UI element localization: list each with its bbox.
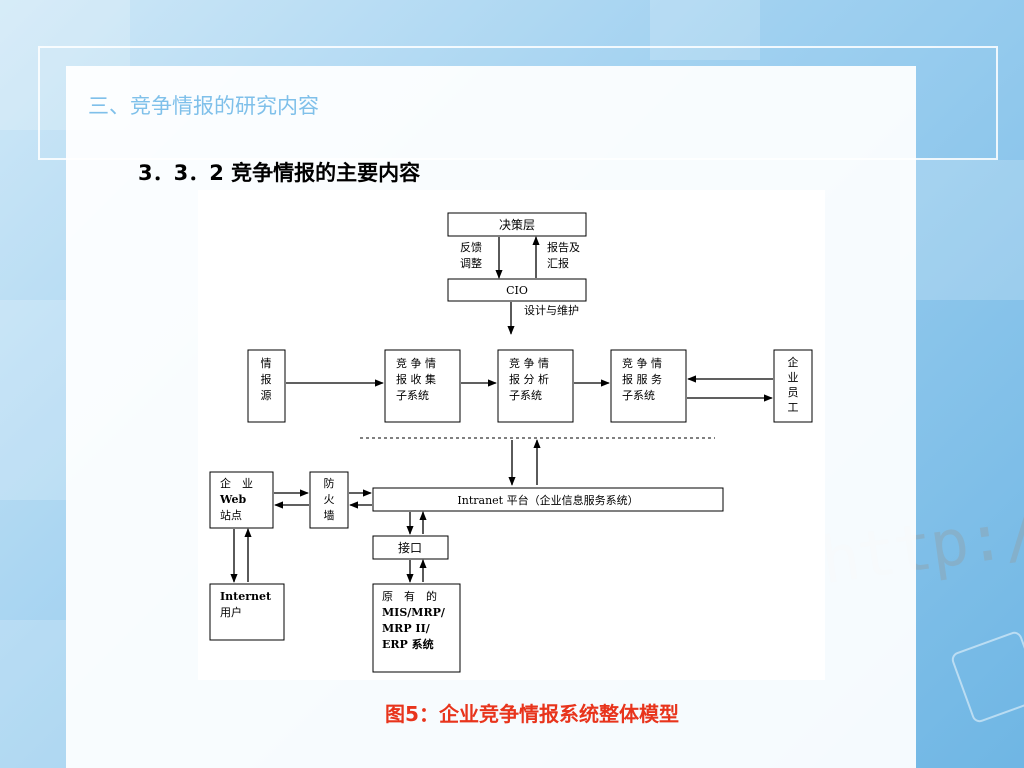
figure-caption: 图5：企业竞争情报系统整体模型 [385,702,679,726]
cio-label: CIO [506,284,528,297]
report-label-1: 报告及 [547,240,580,254]
staff-label-4: 工 [788,401,799,414]
collection-label-1: 竞 争 情 [396,356,436,370]
analysis-subsystem-box [497,349,574,423]
diagram-area: 决策层 反馈 调整 报告及 汇报 CIO 设计与维护 情 报 源 竞 争 情 报… [198,190,825,680]
intranet-platform-label: Intranet 平台（企业信息服务系统） [457,493,638,507]
report-label-2: 汇报 [547,256,569,270]
collection-label-2: 报 收 集 [396,372,436,386]
slide-header-title: 三、竞争情报的研究内容 [88,94,319,118]
intel-source-label-1: 情 [261,357,272,370]
internet-users-label-1: Internet [220,590,272,603]
intranet-platform-box [372,487,724,512]
legacy-label-2: MIS/MRP/ [382,606,446,619]
internet-users-label-2: 用户 [220,605,242,619]
legacy-label-3: MRP II/ [382,622,431,635]
service-label-3: 子系统 [622,389,655,402]
staff-box [773,349,813,423]
staff-label-2: 业 [788,371,799,384]
service-subsystem-box [610,349,687,423]
analysis-label-3: 子系统 [509,389,542,402]
service-label-2: 报 服 务 [622,372,662,386]
legacy-label-4: ERP 系统 [382,637,434,651]
firewall-label-1: 防 [324,476,335,490]
web-site-label-3: 站点 [220,508,242,522]
analysis-label-2: 报 分 析 [509,372,549,386]
analysis-label-1: 竞 争 情 [509,356,549,370]
feedback-label-1: 反馈 [460,241,482,254]
web-site-box [209,471,274,529]
intel-source-label-3: 源 [261,388,272,402]
section-title: 3．3．2 竞争情报的主要内容 [138,161,421,185]
intel-source-box [247,349,286,423]
firewall-box [309,471,349,529]
service-label-1: 竞 争 情 [622,356,662,370]
design-maintain-label: 设计与维护 [524,303,579,317]
staff-label-3: 员 [788,386,799,399]
web-site-label-1: 企 业 [220,476,253,490]
interface-box [372,535,449,560]
decision-layer-box [447,212,587,237]
decision-layer-label: 决策层 [499,218,535,232]
staff-label-1: 企 [788,355,799,369]
collection-subsystem-box [384,349,461,423]
intel-source-label-2: 报 [261,372,272,386]
firewall-label-2: 火 [324,493,335,506]
internet-users-box [209,583,285,641]
web-site-label-2: Web [219,493,246,506]
interface-label: 接口 [398,540,422,555]
legacy-label-1: 原 有 的 [382,589,437,603]
feedback-label-2: 调整 [460,256,482,270]
system-model-diagram: 决策层 反馈 调整 报告及 汇报 CIO 设计与维护 情 报 源 竞 争 情 报… [209,212,813,673]
legacy-systems-box [372,583,461,673]
firewall-label-3: 墙 [324,508,335,522]
cio-box [447,278,587,302]
collection-label-3: 子系统 [396,389,429,402]
